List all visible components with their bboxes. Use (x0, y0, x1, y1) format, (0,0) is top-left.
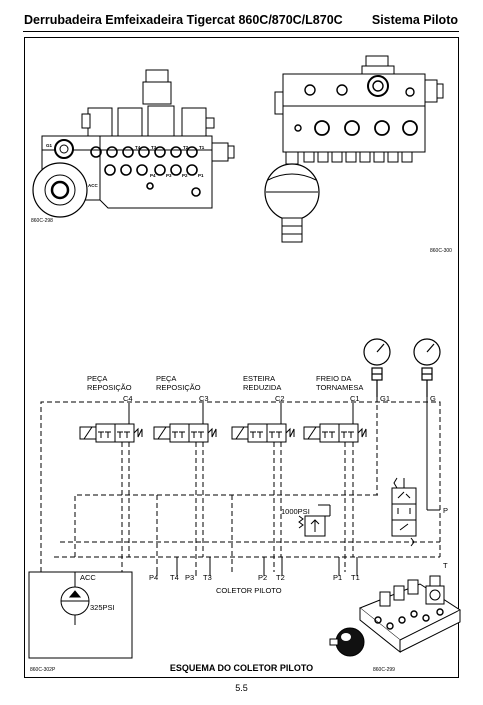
relief-setting-label: 1000PSI (281, 507, 310, 516)
valve-c2-label-line2: REDUZIDA (243, 383, 281, 392)
port-t-label: T (443, 561, 448, 570)
gauge-g1-label: G1 (380, 394, 390, 403)
block-port-p4-label: P4 (150, 173, 156, 178)
figure-ref-bottom-right: 860C-299 (373, 667, 395, 673)
manifold-label: COLETOR PILOTO (216, 586, 282, 595)
figure-caption: ESQUEMA DO COLETOR PILOTO (169, 663, 314, 673)
valve-c3-symbol (153, 403, 217, 443)
valve-c1-port-label: C1 (350, 394, 360, 403)
figure-frame (24, 37, 459, 678)
bottom-port-t4: T4 (170, 573, 179, 582)
block-port-p1-label: P1 (198, 173, 204, 178)
block-port-p2-label: P2 (182, 173, 188, 178)
block-port-acc-label: ACC (88, 183, 98, 188)
block-port-t2-label: T2 (183, 145, 189, 150)
valve-c3-label-line1: PEÇA (156, 374, 176, 383)
block-port-t3-label: T3 (151, 145, 157, 150)
valve-c3-port-label: C3 (199, 394, 209, 403)
figure-ref-top-right: 860C-300 (430, 248, 452, 254)
accumulator-pressure-label: 325PSI (90, 603, 115, 612)
block-port-g1-label: G1 (46, 143, 53, 148)
valve-c4-label-line2: REPOSIÇÃO (87, 383, 132, 392)
valve-c4-label-line1: PEÇA (87, 374, 107, 383)
pilot-selector-valve-symbol (391, 477, 417, 547)
valve-c2-label-line1: ESTEIRA (243, 374, 275, 383)
block-port-p3-label: P3 (166, 173, 172, 178)
bottom-port-t2: T2 (276, 573, 285, 582)
bottom-port-p1: P1 (333, 573, 342, 582)
valve-c2-symbol (231, 403, 295, 443)
valve-c1-label-line2: TORNAMESA (316, 383, 363, 392)
port-p-label: P (443, 506, 448, 515)
bottom-port-t1: T1 (351, 573, 360, 582)
accumulator-port-label: ACC (80, 573, 96, 582)
valve-c1-label-line1: FREIO DA (316, 374, 351, 383)
block-port-t4-label: T4 (135, 145, 141, 150)
bottom-port-p4: P4 (149, 573, 158, 582)
valve-c2-port-label: C2 (275, 394, 285, 403)
valve-c3-label-line2: REPOSIÇÃO (156, 383, 201, 392)
section-title: Sistema Piloto (371, 13, 458, 27)
gauge-g-label: G (430, 394, 436, 403)
bottom-port-t3: T3 (203, 573, 212, 582)
page-number: 5.5 (235, 683, 248, 693)
block-port-t1-label: T1 (199, 145, 205, 150)
figure-ref-top-left: 860C-298 (31, 218, 53, 224)
valve-c1-symbol (303, 403, 367, 443)
document-title: Derrubadeira Emfeixadeira Tigercat 860C/… (24, 13, 343, 27)
valve-c4-symbol (79, 403, 143, 443)
figure-ref-bottom-left: 860C-302P (30, 667, 56, 673)
valve-c4-port-label: C4 (123, 394, 133, 403)
header-rule (23, 31, 459, 32)
relief-valve-symbol (298, 504, 331, 537)
bottom-port-p3: P3 (185, 573, 194, 582)
bottom-port-p2: P2 (258, 573, 267, 582)
